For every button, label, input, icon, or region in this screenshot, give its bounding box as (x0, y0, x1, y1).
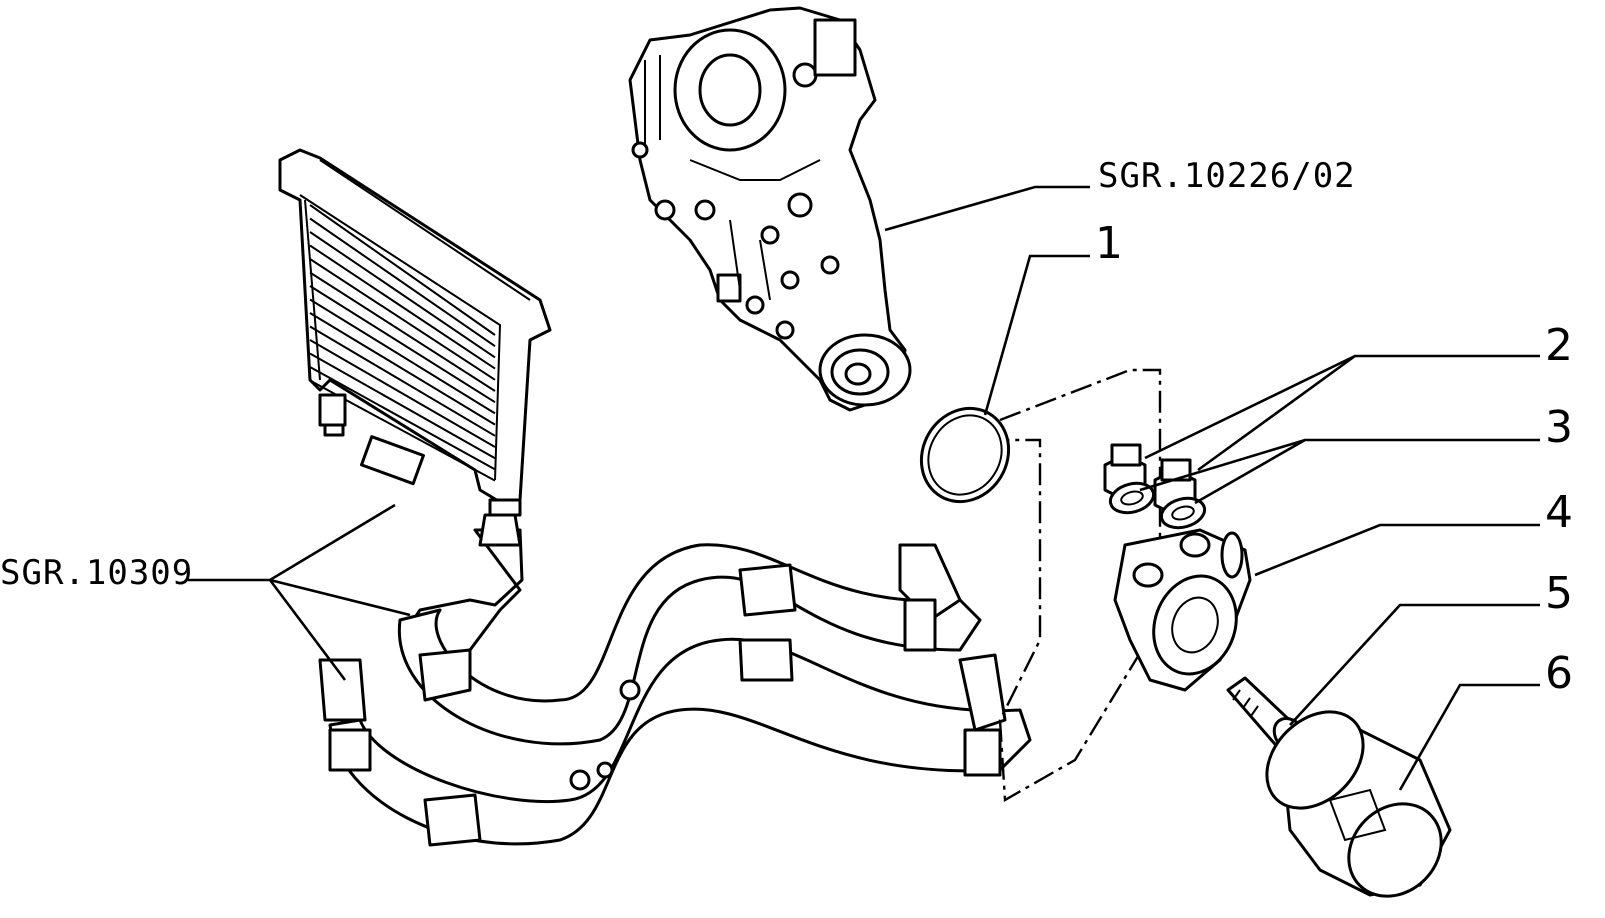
callout-1: 1 (1095, 218, 1123, 269)
radiator-fin (309, 366, 496, 471)
cooler-group-reference: SGR.10309 (0, 553, 193, 593)
radiator-fin (309, 258, 496, 381)
callout-5: 5 (1545, 568, 1573, 619)
radiator-fin (309, 298, 496, 415)
radiator-fin (309, 271, 496, 392)
callout-3: 3 (1545, 402, 1573, 453)
radiator-fin (309, 352, 496, 460)
seal-ring-drawing (919, 406, 1011, 504)
assembly-outline (998, 368, 1162, 802)
callout-2: 2 (1545, 320, 1573, 371)
callout-4: 4 (1545, 487, 1573, 538)
radiator-fin (309, 204, 496, 336)
radiator-fin (309, 217, 496, 348)
callout-6: 6 (1545, 648, 1573, 699)
oil-cooler-drawing (278, 148, 552, 517)
radiator-fin (309, 312, 496, 426)
oil-filter-drawing (1265, 710, 1452, 898)
leader-lines (188, 185, 1540, 791)
pump-group-reference: SGR.10226/02 (1098, 156, 1356, 196)
radiator-fin (309, 339, 496, 448)
radiator-fin (309, 231, 496, 359)
hoses-drawing (318, 513, 1032, 847)
radiator-fin (309, 285, 496, 404)
filter-adapter-drawing (1113, 528, 1252, 692)
washers-drawing (1108, 481, 1207, 530)
pump-housing-drawing (628, 6, 912, 412)
radiator-fin (309, 325, 496, 437)
radiator-fin (309, 244, 496, 370)
